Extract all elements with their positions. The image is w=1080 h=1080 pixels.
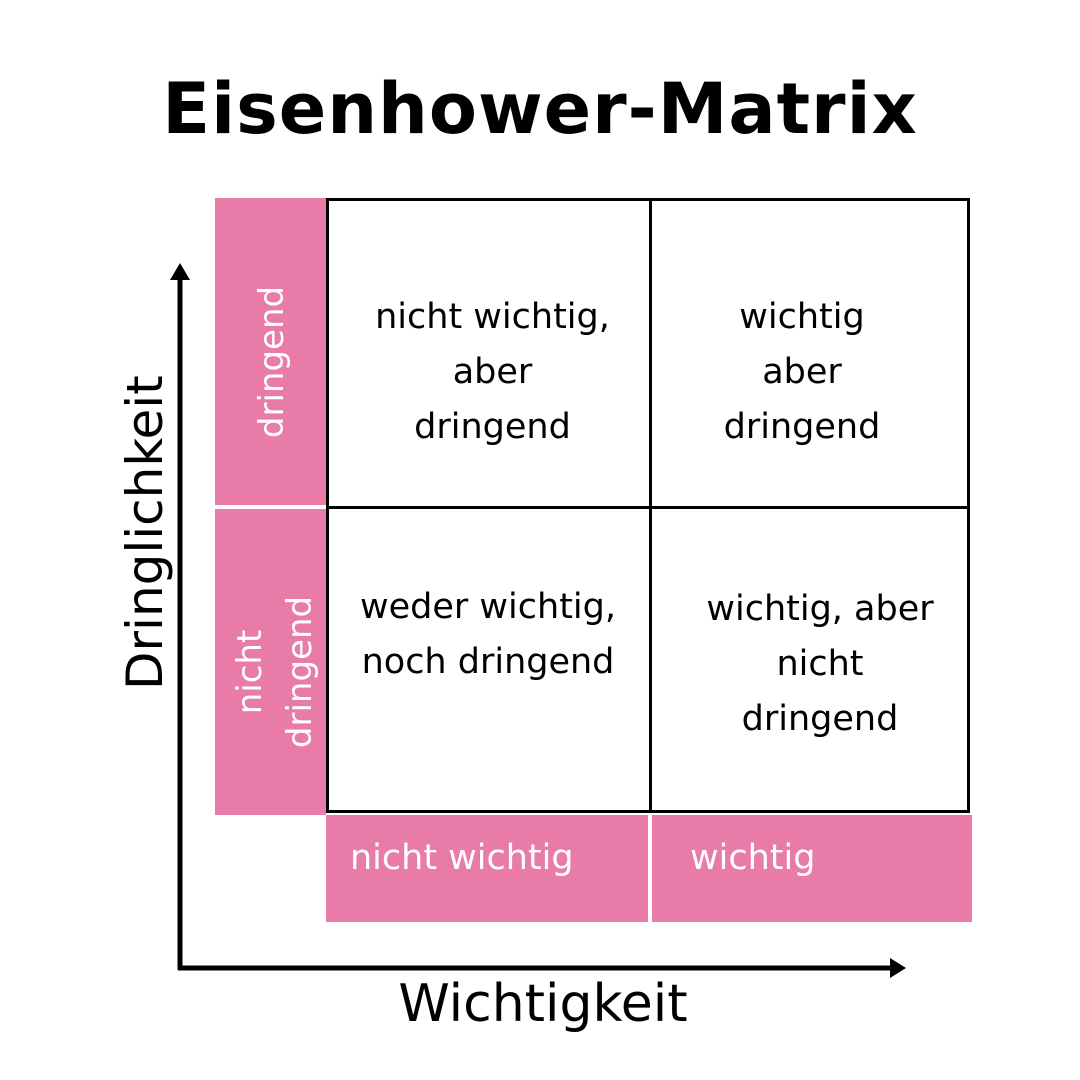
quadrant-top-right: wichtig aber dringend	[723, 297, 881, 447]
col-label-bg-not-important	[326, 815, 648, 922]
col-label-bg-important	[652, 815, 972, 922]
x-axis-arrowhead-icon	[890, 958, 906, 978]
y-axis-label: Dringlichkeit	[116, 375, 174, 690]
grid-divider-horizontal	[326, 506, 970, 509]
grid-divider-vertical	[649, 198, 652, 813]
page-title: Eisenhower-Matrix	[162, 68, 918, 150]
x-axis-label: Wichtigkeit	[398, 974, 688, 1034]
y-axis-arrowhead-icon	[170, 263, 190, 280]
matrix-grid	[326, 198, 970, 813]
quadrant-bottom-left: weder wichtig, noch dringend	[360, 587, 616, 682]
col-label-important: wichtig	[690, 838, 816, 878]
row-label-bg-not-urgent	[215, 509, 326, 815]
col-label-not-important: nicht wichtig	[350, 838, 574, 878]
quadrant-bottom-right: wichtig, aber nicht dringend	[706, 589, 934, 739]
row-label-bg-urgent	[215, 198, 326, 505]
quadrant-top-left: nicht wichtig, aber dringend	[375, 297, 610, 447]
